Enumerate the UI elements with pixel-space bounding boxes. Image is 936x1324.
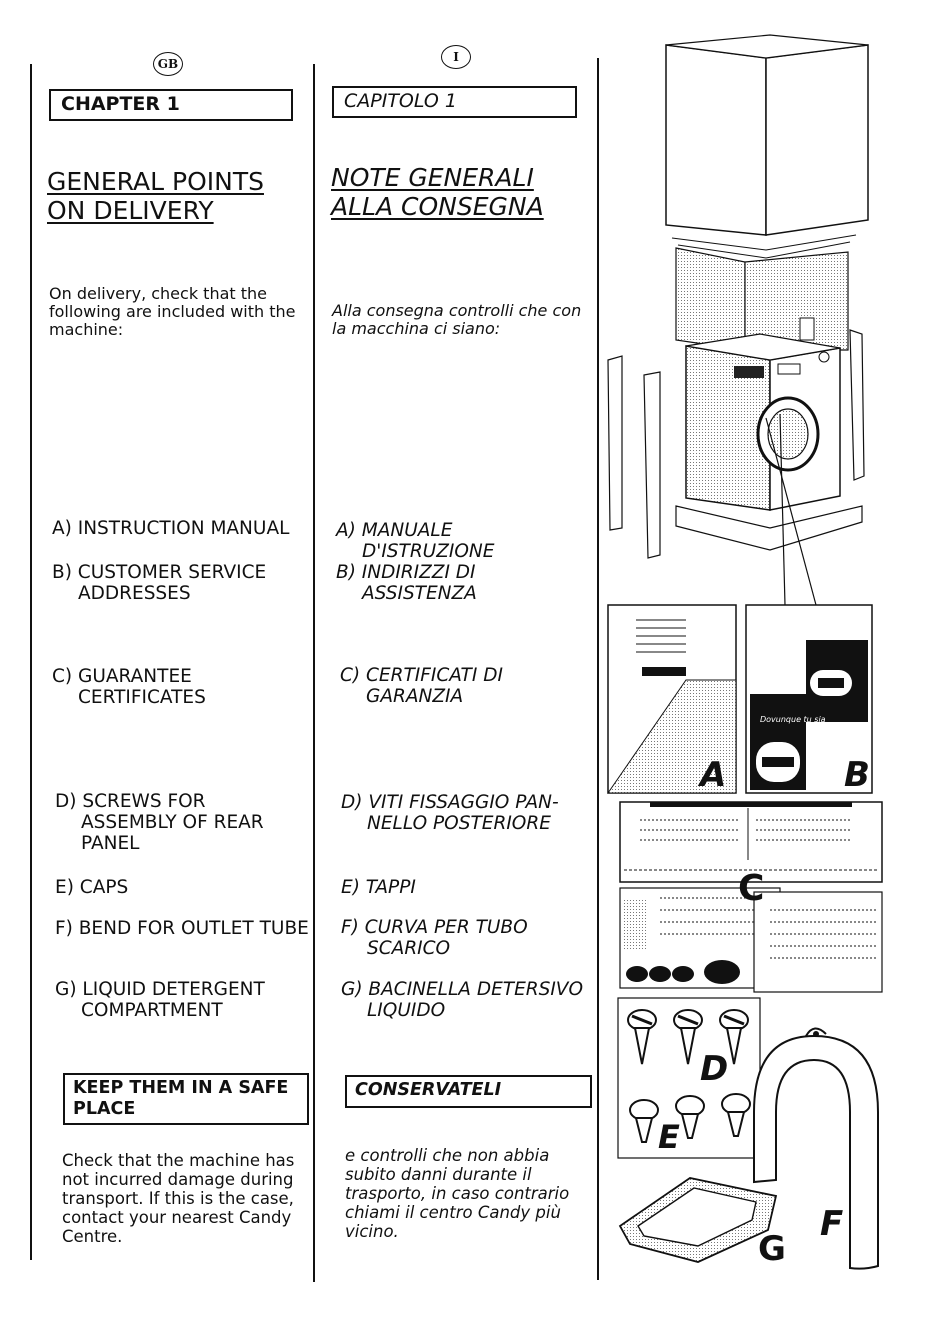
packaging-illustration [607,34,869,606]
column-divider-left [30,64,32,1260]
screws-and-caps-icon: D E [617,997,761,1159]
keep-safe-box-it: CONSERVATELI [345,1075,592,1108]
service-addresses-booklet-icon: Dovunque tu sia B [745,604,873,795]
closing-text-en: Check that the machine has not incurred … [62,1151,295,1246]
screw-icon [627,1009,749,1065]
label-g: G [758,1229,786,1269]
list-item-it-d-line1: D) VITI FISSAGGIO PAN- [341,792,559,813]
intro-text-en: On delivery, check that the following ar… [49,284,296,339]
keep-safe-box-en: KEEP THEM IN A SAFE PLACE [63,1073,309,1125]
list-item-en-d: D) SCREWS FOR ASSEMBLY OF REAR PANEL [55,791,264,854]
list-item-it-f-line2: SCARICO [367,938,451,959]
list-item-en-b: B) CUSTOMER SERVICE ADDRESSES [52,562,266,604]
list-item-it-a-line2: D'ISTRUZIONE [362,541,495,562]
list-item-it-b: B) INDIRIZZI DI ASSISTENZA [336,562,477,604]
list-item-en-c: C) GUARANTEE CERTIFICATES [52,666,206,708]
list-item-it-e: E) TAPPI [341,877,416,898]
list-item-en-d-line3: PANEL [81,833,140,854]
list-item-en-e: E) CAPS [55,877,128,898]
chapter-heading-it: CAPITOLO 1 [332,86,577,118]
section-title-it-line2: ALLA CONSEGNA [331,192,544,221]
list-item-it-b-line2: ASSISTENZA [362,583,477,604]
list-item-en-a-text: A) INSTRUCTION MANUAL [52,518,290,539]
list-item-en-d-line1: D) SCREWS FOR [55,791,206,812]
list-item-en-c-line1: C) GUARANTEE [52,666,192,687]
language-badge-it: I [441,45,471,69]
section-title-en: GENERAL POINTS ON DELIVERY [47,167,264,225]
label-b: B [844,755,870,795]
list-item-it-c: C) CERTIFICATI DI GARANZIA [340,665,503,707]
section-title-en-line1: GENERAL POINTS [47,167,264,196]
list-item-en-b-line2: ADDRESSES [78,583,191,604]
column-divider-middle [313,64,315,1282]
list-item-it-a: A) MANUALE D'ISTRUZIONE [336,520,494,562]
guarantee-certificate-icon: C [619,801,883,993]
list-item-it-d: D) VITI FISSAGGIO PAN- NELLO POSTERIORE [341,792,559,834]
list-item-en-f-text: F) BEND FOR OUTLET TUBE [55,918,309,939]
instruction-manual-icon: A [607,604,737,795]
list-item-en-g-line2: COMPARTMENT [81,1000,223,1021]
list-item-it-f-line1: F) CURVA PER TUBO [341,917,528,938]
label-c: C [738,868,764,909]
section-title-it-line1: NOTE GENERALI [331,163,534,192]
list-item-en-b-line1: B) CUSTOMER SERVICE [52,562,267,583]
list-item-en-d-line2: ASSEMBLY OF REAR [81,812,264,833]
list-item-en-a: A) INSTRUCTION MANUAL [52,518,289,539]
column-divider-right [597,58,599,1280]
list-item-en-g-line1: G) LIQUID DETERGENT [55,979,265,1000]
label-e: E [658,1118,680,1156]
section-title-en-line2: ON DELIVERY [47,196,214,225]
list-item-it-b-line1: B) INDIRIZZI DI [336,562,476,583]
booklet-text: Dovunque tu sia [760,715,826,724]
section-title-it: NOTE GENERALI ALLA CONSEGNA [331,163,544,221]
list-item-en-f: F) BEND FOR OUTLET TUBE [55,918,309,939]
cap-icon [629,1093,751,1143]
list-item-en-g: G) LIQUID DETERGENT COMPARTMENT [55,979,265,1021]
label-f: F [820,1204,843,1244]
intro-text-it: Alla consegna controlli che con la macch… [332,301,582,338]
chapter-heading-en: CHAPTER 1 [49,89,293,121]
list-item-it-e-text: E) TAPPI [341,877,416,898]
detergent-compartment-icon: G [618,1177,786,1269]
language-badge-gb: GB [153,52,183,76]
list-item-it-g-line2: LIQUIDO [367,1000,446,1021]
list-item-it-c-line1: C) CERTIFICATI DI [340,665,503,686]
list-item-it-c-line2: GARANZIA [366,686,464,707]
list-item-it-d-line2: NELLO POSTERIORE [367,813,551,834]
closing-text-it: e controlli che non abbia subito danni d… [345,1146,570,1241]
label-a: A [697,755,726,795]
list-item-en-c-line2: CERTIFICATES [78,687,206,708]
delivery-illustration: A Dovunque tu sia B [607,34,883,1270]
list-item-it-g: G) BACINELLA DETERSIVO LIQUIDO [341,979,583,1021]
label-d: D [700,1049,728,1089]
outlet-tube-bend-icon: F [753,1027,879,1270]
list-item-it-a-line1: A) MANUALE [336,520,453,541]
list-item-it-f: F) CURVA PER TUBO SCARICO [341,917,528,959]
list-item-it-g-line1: G) BACINELLA DETERSIVO [341,979,584,1000]
list-item-en-e-text: E) CAPS [55,877,129,898]
